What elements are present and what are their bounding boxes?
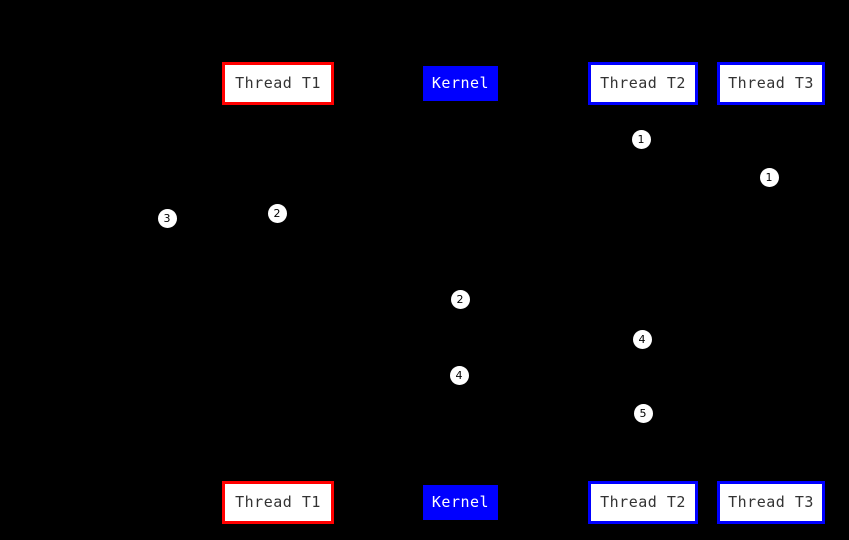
message-arrow-kernel-to-kernel-2 — [460, 296, 483, 302]
lifeline-stem-t3 — [771, 105, 772, 481]
lifeline-label-t3: Thread T3 — [728, 493, 814, 511]
lifeline-label-t1: Thread T1 — [235, 74, 321, 92]
sequence-badge: 1 — [631, 129, 651, 149]
lifeline-head-t3[interactable]: Thread T3 — [717, 62, 825, 105]
sequence-badge: 2 — [450, 289, 470, 309]
lifeline-label-t3: Thread T3 — [728, 74, 814, 92]
lifeline-label-t1: Thread T1 — [235, 493, 321, 511]
lifeline-foot-kernel[interactable]: Kernel — [423, 485, 498, 520]
lifeline-head-t1[interactable]: Thread T1 — [222, 62, 334, 105]
lifeline-foot-t3[interactable]: Thread T3 — [717, 481, 825, 524]
message-arrow-t2-to-t2-5 — [643, 410, 666, 416]
sequence-badge: 4 — [449, 365, 469, 385]
sequence-badge: 4 — [632, 329, 652, 349]
message-arrow-t3-to-t3-1 — [771, 174, 794, 180]
sequence-badge: 3 — [157, 208, 177, 228]
message-arrow-t2-to-t2-1 — [643, 136, 666, 142]
lifeline-label-t2: Thread T2 — [600, 493, 686, 511]
lifeline-stem-t1 — [278, 105, 279, 481]
message-arrow-t1-to-t1-3 — [278, 215, 301, 221]
message-arrow-kernel-to-kernel-4 — [460, 372, 483, 378]
lifeline-label-kernel: Kernel — [431, 493, 490, 511]
message-arrow-t1-to-t1-2 — [278, 210, 301, 216]
sequence-badge: 1 — [759, 167, 779, 187]
lifeline-head-t2[interactable]: Thread T2 — [588, 62, 698, 105]
lifeline-head-kernel[interactable]: Kernel — [423, 66, 498, 101]
message-arrow-t2-to-t2-4 — [643, 336, 666, 342]
lifeline-foot-t1[interactable]: Thread T1 — [222, 481, 334, 524]
lifeline-label-kernel: Kernel — [431, 74, 490, 92]
sequence-badge: 5 — [633, 403, 653, 423]
lifeline-stem-t2 — [643, 105, 644, 481]
lifeline-label-t2: Thread T2 — [600, 74, 686, 92]
lifeline-foot-t2[interactable]: Thread T2 — [588, 481, 698, 524]
sequence-badge: 2 — [267, 203, 287, 223]
